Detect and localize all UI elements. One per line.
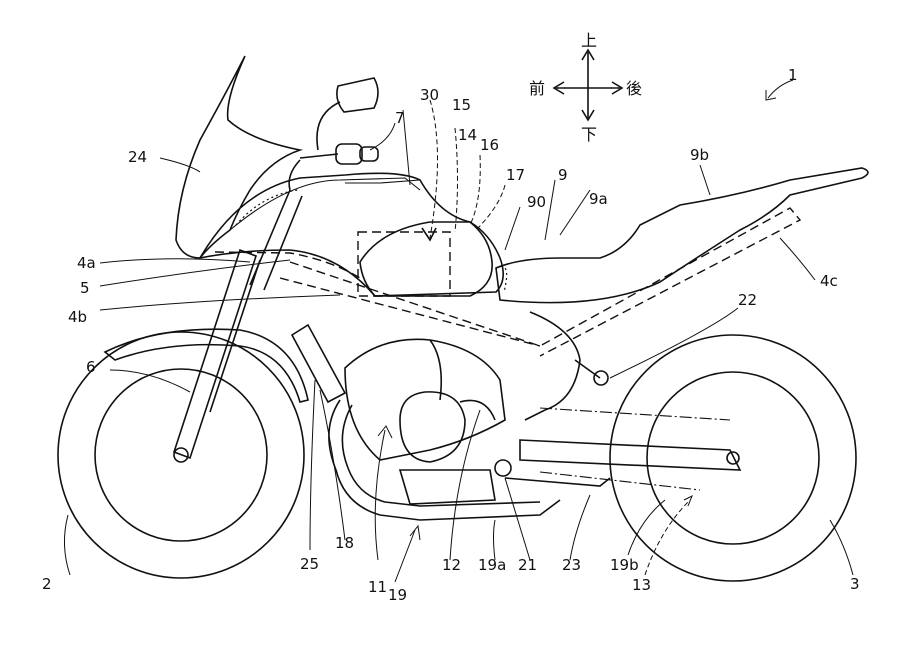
label-9: 9 (558, 166, 568, 184)
drive-chain-upper (539, 407, 731, 421)
label-17: 17 (506, 166, 525, 184)
label-3: 3 (850, 575, 860, 593)
direction-up-text: 上 (581, 31, 597, 50)
exhaust-pipe-inner (341, 404, 541, 507)
cowl-edge (229, 177, 421, 231)
fuel-tank (198, 172, 504, 297)
drive-chain-lower (539, 471, 701, 491)
seat-front-90 (495, 265, 508, 293)
label-22: 22 (738, 291, 757, 309)
leader-14 (454, 127, 458, 233)
label-11: 11 (368, 578, 387, 596)
engine (344, 338, 506, 505)
leader-17 (477, 184, 506, 229)
rear-wheel (609, 334, 857, 582)
exhaust-pipe (328, 399, 561, 521)
label-19b: 19b (610, 556, 639, 574)
inner-cover-dotted (235, 189, 299, 226)
side-cover (524, 311, 581, 421)
label-2: 2 (42, 575, 52, 593)
arrow-15 (421, 227, 437, 242)
rear-shock-mount (593, 370, 609, 386)
label-19a: 19a (478, 556, 506, 574)
label-15: 15 (452, 96, 471, 114)
label-5: 5 (80, 279, 90, 297)
direction-indicator (552, 48, 624, 122)
label-9a: 9a (589, 190, 608, 208)
label-90: 90 (527, 193, 546, 211)
label-9b: 9b (690, 146, 709, 164)
pivot-21 (494, 459, 512, 477)
label-4a: 4a (77, 254, 96, 272)
step-23 (504, 477, 611, 487)
seat (495, 167, 869, 304)
label-12: 12 (442, 556, 461, 574)
frame-upper-dashed (214, 251, 361, 279)
label-30: 30 (420, 86, 439, 104)
region-30-box (357, 231, 451, 297)
direction-down-text: 下 (581, 125, 597, 144)
front-fender (103, 328, 309, 403)
label-19: 19 (388, 586, 407, 604)
label-1: 1 (788, 66, 798, 84)
front-wheel (57, 331, 305, 579)
label-6: 6 (86, 358, 96, 376)
label-16: 16 (480, 136, 499, 154)
leader-16 (469, 154, 481, 226)
rear-shock (574, 359, 601, 379)
label-4c: 4c (820, 272, 838, 290)
label-25: 25 (300, 555, 319, 573)
frame-lower-dashed (279, 277, 541, 347)
front-fork (173, 189, 303, 460)
swing-arm (519, 439, 742, 471)
knee-pad (359, 221, 493, 297)
handlebar (288, 77, 379, 191)
direction-front-text: 前 (529, 79, 545, 98)
leader-15 (429, 99, 438, 239)
label-4b: 4b (68, 308, 87, 326)
label-24: 24 (128, 148, 147, 166)
label-13: 13 (632, 576, 651, 594)
label-18: 18 (335, 534, 354, 552)
label-21: 21 (518, 556, 537, 574)
windscreen (175, 55, 304, 259)
frame-rear-dashed (289, 207, 802, 357)
leader-lines (64, 79, 854, 583)
tank-top-line (345, 179, 421, 184)
direction-rear-text: 後 (626, 79, 642, 98)
label-14: 14 (458, 126, 477, 144)
label-7: 7 (395, 109, 405, 127)
radiator (290, 323, 347, 404)
label-23: 23 (562, 556, 581, 574)
